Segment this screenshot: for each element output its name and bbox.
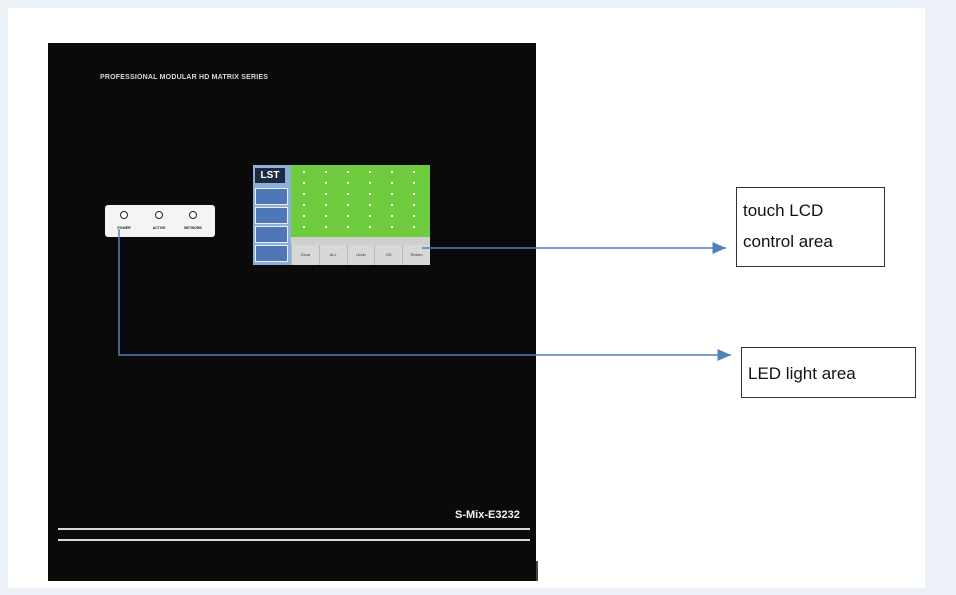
panel-divider xyxy=(58,539,530,541)
panel-divider xyxy=(58,528,530,530)
lcd-clear-button: Clear xyxy=(291,245,319,265)
lcd-grid-dot xyxy=(369,226,371,228)
series-title: PROFESSIONAL MODULAR HD MATRIX SERIES xyxy=(100,74,269,81)
lcd-grid-dot xyxy=(347,215,349,217)
active-led-label: ACTIVE xyxy=(152,226,166,230)
network-led-label: NETWORK xyxy=(183,226,203,230)
lcd-grid-dot xyxy=(369,171,371,173)
lcd-return-button: Return xyxy=(402,245,430,265)
lcd-grid-dot xyxy=(369,193,371,195)
network-led-icon xyxy=(189,211,197,219)
lcd-callout-box: touch LCD control area xyxy=(736,187,885,267)
matrix-device-front-panel: PROFESSIONAL MODULAR HD MATRIX SERIES PO… xyxy=(48,43,538,581)
lcd-grid-dot xyxy=(391,215,393,217)
lcd-grid-dot xyxy=(325,204,327,206)
lcd-side-button xyxy=(255,188,288,205)
lcd-side-button xyxy=(255,245,288,262)
lcd-grid-dot xyxy=(391,226,393,228)
lcd-grid-dot xyxy=(303,171,305,173)
lcd-grid-dot xyxy=(325,193,327,195)
lcd-grid-dot xyxy=(325,171,327,173)
lcd-grid-dot xyxy=(391,171,393,173)
lcd-grid-dot xyxy=(347,182,349,184)
lcd-grid-dot xyxy=(347,193,349,195)
model-label: S-Mix-E3232 xyxy=(455,509,520,521)
diagram-card: PROFESSIONAL MODULAR HD MATRIX SERIES PO… xyxy=(8,8,925,588)
lcd-grid-dot xyxy=(391,193,393,195)
lcd-grid-dot xyxy=(413,204,415,206)
led-callout-arrow xyxy=(118,229,731,361)
lcd-callout-line1: touch LCD xyxy=(743,201,824,220)
lcd-grid-dot xyxy=(413,171,415,173)
lcd-side-panel: LST xyxy=(253,165,291,265)
lcd-grid-dot xyxy=(369,215,371,217)
lcd-ok-button: OK xyxy=(374,245,403,265)
lcd-callout-line2: control area xyxy=(743,232,833,251)
lcd-grid-dot xyxy=(369,204,371,206)
lcd-grid-dot xyxy=(325,226,327,228)
lcd-grid-dot xyxy=(413,193,415,195)
lcd-grid-dot xyxy=(347,226,349,228)
power-led-label: POWER xyxy=(117,226,131,230)
lcd-grid-dot xyxy=(413,226,415,228)
active-led-icon xyxy=(155,211,163,219)
lcd-grid-dot xyxy=(413,215,415,217)
lcd-grid-dot xyxy=(369,182,371,184)
led-panel: POWER ACTIVE NETWORK xyxy=(105,205,215,237)
callout-arrows xyxy=(118,229,731,361)
lcd-grid-dot xyxy=(325,182,327,184)
lcd-grid-dot xyxy=(303,226,305,228)
led-callout-box: LED light area xyxy=(741,347,916,398)
touch-lcd-screen: LST Clear ALL Undo OK Return xyxy=(253,165,430,265)
lcd-button-row: Clear ALL Undo OK Return xyxy=(291,245,430,265)
lcd-grid-dot xyxy=(347,204,349,206)
lcd-grid-dot xyxy=(303,193,305,195)
panel-edge-mark xyxy=(536,561,538,581)
lcd-grid-dot xyxy=(303,182,305,184)
lcd-channel-grid xyxy=(291,165,430,237)
lcd-grid-dot xyxy=(391,182,393,184)
power-led-icon xyxy=(120,211,128,219)
lcd-grid-dot xyxy=(391,204,393,206)
lcd-side-button xyxy=(255,226,288,243)
lcd-logo: LST xyxy=(255,168,285,183)
lcd-grid-dot xyxy=(303,215,305,217)
lcd-all-button: ALL xyxy=(318,245,347,265)
lcd-grid-dot xyxy=(347,171,349,173)
lcd-grid-dot xyxy=(303,204,305,206)
lcd-grid-dot xyxy=(325,215,327,217)
lcd-undo-button: Undo xyxy=(346,245,375,265)
lcd-side-button xyxy=(255,207,288,224)
lcd-grid-dot xyxy=(413,182,415,184)
